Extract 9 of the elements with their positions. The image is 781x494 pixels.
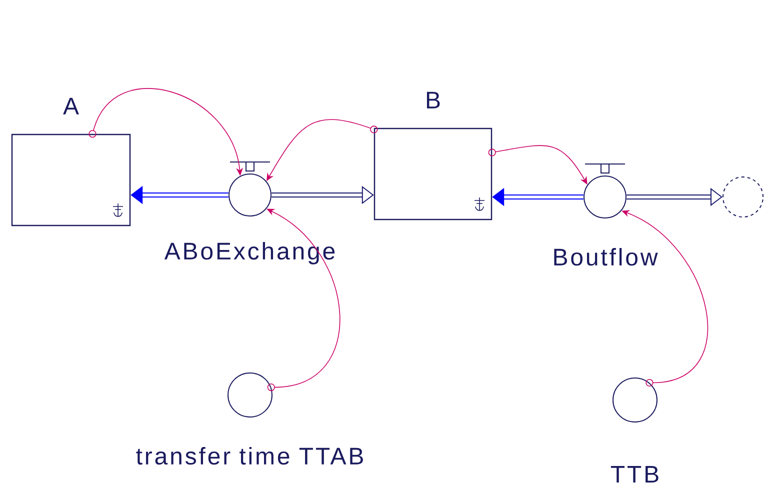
stock-box: A	[11, 98, 131, 226]
stock-box: B	[374, 92, 492, 220]
node-label: B	[426, 92, 440, 108]
node-label: transfer time TTAB	[136, 447, 363, 465]
flow-valve: Boutflow	[554, 175, 658, 266]
cloud-symbol	[722, 176, 764, 218]
node-label: Boutflow	[554, 248, 658, 266]
node-label: TTB	[610, 466, 658, 483]
node-label: A	[63, 98, 79, 114]
